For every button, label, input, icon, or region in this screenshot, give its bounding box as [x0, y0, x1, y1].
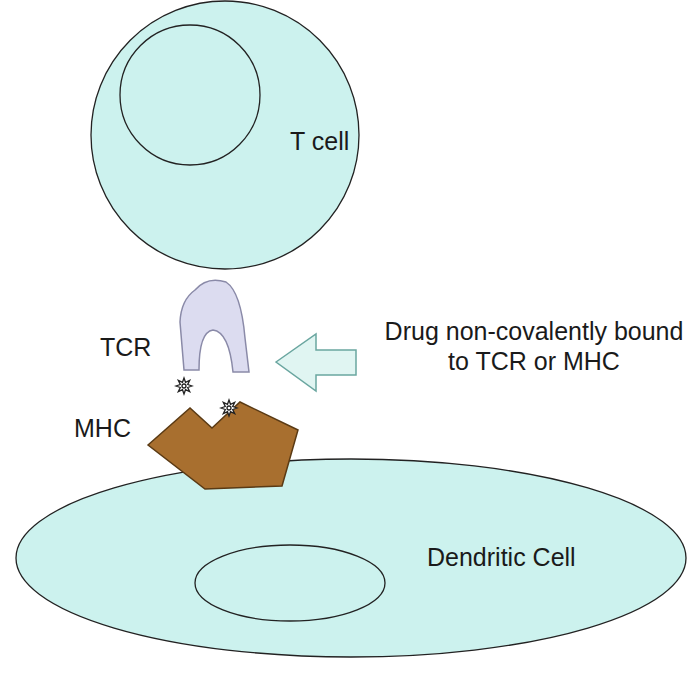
drug-symbol: [221, 400, 237, 416]
mhc-molecule: [148, 402, 298, 489]
t-cell: T cell: [90, 0, 360, 270]
cell-label: T cell: [290, 126, 349, 156]
receptor-label: TCR: [100, 332, 151, 362]
drug-symbol: [176, 378, 237, 416]
cell-membrane: [91, 1, 359, 269]
cell-nucleus: [120, 25, 260, 165]
molecule-label: MHC: [74, 413, 131, 443]
drug-symbol: [176, 378, 192, 394]
drug-symbol: [182, 384, 186, 388]
pointer-arrow: [276, 334, 356, 391]
cell-membrane: [16, 459, 686, 657]
annotation-note: Drug non-covalently bound to TCR or MHC: [378, 316, 690, 376]
dendritic-cell-outline: [15, 458, 687, 658]
cell-label: Dendritic Cell: [427, 542, 576, 572]
tcr-receptor: [180, 280, 249, 372]
drug-symbol: [227, 406, 231, 410]
cell-nucleus: [195, 545, 385, 621]
dendritic-cell: Dendritic Cell: [15, 458, 687, 658]
